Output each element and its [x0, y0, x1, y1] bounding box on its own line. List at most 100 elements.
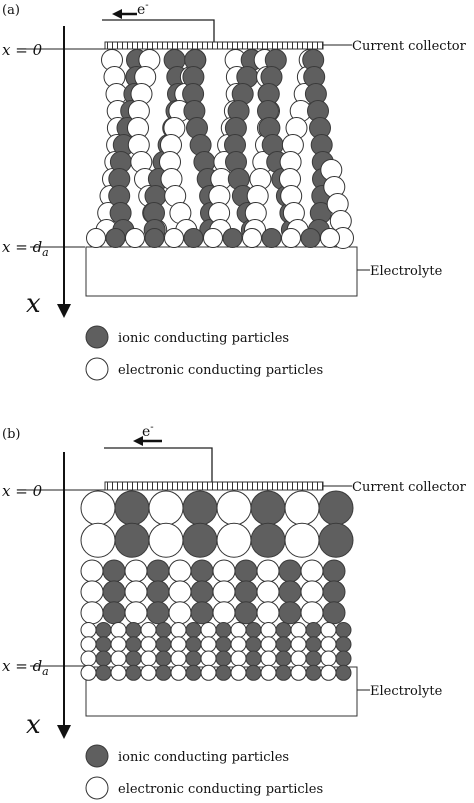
panel-b-particle [185, 650, 202, 667]
panel-b-particle [284, 490, 320, 526]
panel-b-particle [102, 601, 126, 625]
panel-b-particle [290, 650, 307, 667]
panel-b-particle [278, 580, 302, 604]
panel-b-particle [250, 490, 286, 526]
panel-b-particle [80, 664, 97, 681]
panel-b-legend-electronic-swatch [85, 776, 109, 800]
panel-b-particle [284, 522, 320, 558]
panel-b-particle [290, 664, 307, 681]
panel-b-particle [140, 636, 157, 653]
panel-b-legend-electronic-label: electronic conducting particles [118, 782, 323, 797]
panel-a-tag: (a) [2, 3, 20, 18]
panel-b-particle [260, 664, 277, 681]
panel-b-particle [80, 636, 97, 653]
panel-b-x0-label: x = 0 [2, 482, 43, 500]
panel-b-particle [245, 636, 262, 653]
panel-b-particle [216, 522, 252, 558]
panel-b-particle [140, 664, 157, 681]
panel-b-particle [256, 580, 280, 604]
panel-b-particle [170, 636, 187, 653]
panel-b-particle [234, 580, 258, 604]
panel-a-particle [281, 228, 301, 248]
panel-b-particle [256, 601, 280, 625]
panel-b-particle [335, 650, 352, 667]
panel-b-particle [148, 522, 184, 558]
panel-b-particle [155, 622, 172, 638]
panel-b-electrolyte-label: Electrolyte [370, 684, 443, 699]
panel-b-particle [215, 622, 232, 638]
panel-b-particle [170, 650, 187, 667]
panel-a-electron-wire [102, 19, 215, 44]
panel-b-particle [114, 490, 150, 526]
panel-b-particle [320, 664, 337, 681]
panel-b-current-collector-label: Current collector [352, 480, 467, 495]
panel-b-particle [110, 622, 127, 638]
panel-b-particle [124, 580, 148, 604]
panel-b-particle [125, 622, 142, 638]
panel-b-particle [215, 636, 232, 653]
panel-b-particle [80, 580, 104, 604]
panel-b-particle [148, 490, 184, 526]
panel-a-legend-electronic-swatch [85, 357, 109, 381]
panel-a-particle [222, 228, 243, 248]
panel-b-particle [322, 601, 346, 625]
panel-b-particle [140, 622, 157, 638]
panel-b-particle [190, 559, 214, 583]
panel-b-particle [140, 650, 157, 667]
panel-b-particle [200, 664, 217, 681]
panel-b-particle [95, 650, 112, 667]
panel-b-particle [245, 664, 262, 681]
panel-a-current-collector [104, 41, 324, 50]
panel-b-particle [215, 664, 232, 681]
panel-b-particle [146, 601, 170, 625]
panel-b: (b) e- Current collector x = 0 x = da x … [2, 422, 467, 800]
panel-b-particle [335, 636, 352, 653]
panel-b-particle [200, 622, 217, 638]
panel-a-particle [300, 228, 321, 248]
panel-b-particle [260, 636, 277, 653]
panel-b-particle [305, 664, 322, 681]
panel-b-particle [250, 522, 286, 558]
panel-b-particle [170, 664, 187, 681]
panel-b-particle [146, 559, 170, 583]
panel-b-particle [275, 664, 292, 681]
panel-b-particle [216, 490, 252, 526]
panel-b-particle [95, 636, 112, 653]
panel-b-particle [80, 650, 97, 667]
panel-b-particle [170, 622, 187, 638]
panel-a-particle [261, 228, 282, 248]
panel-b-particle [212, 559, 236, 583]
panel-a-axis-label: x [26, 289, 41, 319]
panel-b-particle [80, 601, 104, 625]
panel-b-particle [320, 636, 337, 653]
panel-b-particle [320, 622, 337, 638]
panel-b-particle [335, 664, 352, 681]
panel-b-particles [80, 490, 354, 681]
panel-b-particle [190, 601, 214, 625]
panel-b-particle [185, 664, 202, 681]
panel-b-particle [230, 636, 247, 653]
panel-b-particle [300, 601, 324, 625]
panel-b-particle [245, 650, 262, 667]
panel-a-legend-ionic-swatch [85, 325, 109, 349]
panel-b-particle [182, 490, 218, 526]
panel-a-electrolyte-label: Electrolyte [370, 264, 443, 279]
panel-b-particle [80, 559, 104, 583]
panel-b-particle [318, 522, 354, 558]
panel-b-electron-label: e- [142, 422, 154, 440]
panel-a-xda-label: x = da [2, 238, 49, 259]
panel-b-particle [95, 622, 112, 638]
panel-b-particle [212, 601, 236, 625]
panel-b-legend-ionic-swatch [85, 744, 109, 768]
panel-b-particle [168, 559, 192, 583]
panel-a-particle [183, 228, 204, 248]
panel-a-electron-label: e- [137, 0, 149, 18]
panel-b-particle [200, 650, 217, 667]
panel-b-particle [275, 622, 292, 638]
panel-b-particle [275, 650, 292, 667]
panel-b-particle [185, 622, 202, 638]
panel-b-particle [168, 601, 192, 625]
panel-b-particle [114, 522, 150, 558]
panel-b-particle [320, 650, 337, 667]
panel-b-particle [245, 622, 262, 638]
